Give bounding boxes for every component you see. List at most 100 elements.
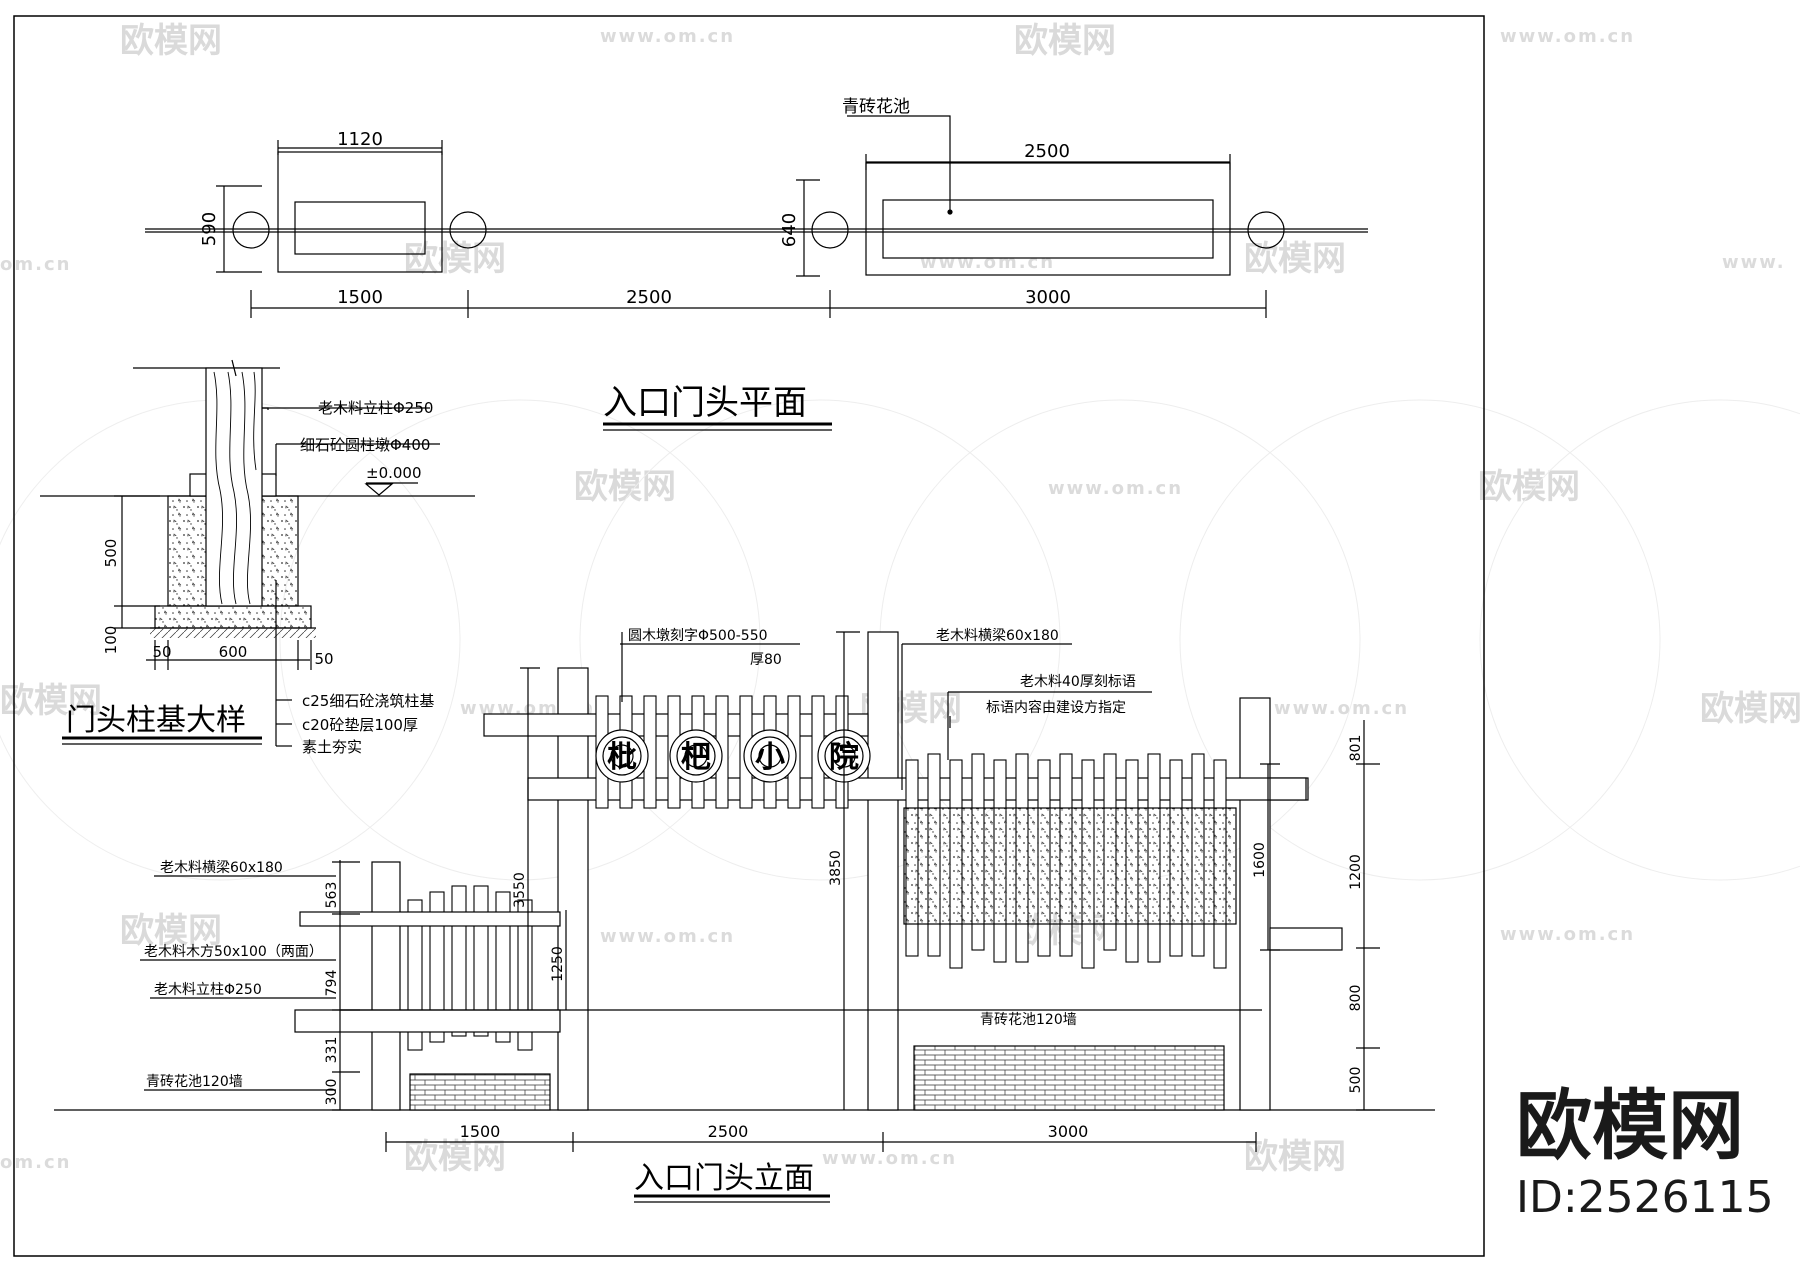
detail-dim-50a: 50	[152, 643, 171, 661]
watermark-logo: 欧模网	[0, 681, 102, 721]
detail-dim-500: 500	[102, 539, 120, 568]
plan-planter-right-outer	[865, 162, 1231, 276]
watermark-url: www.om.cn	[920, 252, 1055, 273]
plan-post-2	[449, 211, 487, 249]
elev-label-planter-right: 青砖花池120墙	[980, 1012, 1077, 1028]
detail-label-pier: 细石砼圆柱墩Φ400	[300, 436, 430, 454]
plan-dim-640: 640	[779, 213, 800, 247]
plan-dim-2500-top: 2500	[1024, 141, 1070, 162]
elev-dim-1600: 1600	[1252, 842, 1268, 878]
detail-dim-50b: 50	[314, 650, 333, 668]
left-slat	[495, 891, 511, 1043]
watermark-url: www.om.cn	[600, 926, 735, 947]
watermark-url: om.cn	[0, 1152, 71, 1173]
elevation-view	[54, 631, 1435, 1203]
sign-char-3: 小	[755, 740, 785, 775]
watermark-logo: 欧模网	[1244, 1137, 1346, 1177]
plan-dim-590: 590	[199, 212, 220, 246]
elev-label-timber: 老木料木方50x100（两面）	[144, 944, 323, 960]
elev-label-slogan: 老木料40厚刻标语	[1020, 674, 1136, 690]
elev-post-1	[371, 861, 401, 1111]
elev-post-2	[557, 667, 589, 1111]
elev-dim-1250: 1250	[550, 946, 566, 982]
detail-dim-600: 600	[219, 643, 248, 661]
elev-label-disc-thk: 厚80	[750, 652, 782, 668]
watermark-url: om.cn	[0, 254, 71, 275]
plan-planter-right-inner	[882, 199, 1214, 259]
plan-planter-left-inner	[294, 201, 426, 255]
watermark-url: www.om.cn	[1500, 26, 1635, 47]
elev-dim-b1500: 1500	[460, 1122, 501, 1141]
detail-title: 门头柱基大样	[66, 703, 246, 738]
elev-dim-b2500: 2500	[708, 1122, 749, 1141]
foundation-detail	[40, 359, 475, 747]
sign-char-1: 枇	[607, 740, 637, 775]
plan-title: 入口门头平面	[603, 383, 807, 423]
watermark-logo: 欧模网	[120, 21, 222, 61]
elev-dim-500: 500	[1348, 1067, 1364, 1094]
watermark-url: www.om.cn	[822, 1148, 957, 1169]
elev-planter-left	[409, 1073, 551, 1111]
watermark-logo: 欧模网	[1014, 21, 1116, 61]
elev-dim-1200: 1200	[1348, 854, 1364, 890]
watermark-url: www.om.cn	[1274, 698, 1409, 719]
plan-post-1	[232, 211, 270, 249]
elev-title: 入口门头立面	[634, 1161, 814, 1196]
plan-dim-1500: 1500	[337, 287, 383, 308]
plan-post-3	[811, 211, 849, 249]
elev-label-beam-right: 老木料横梁60x180	[936, 628, 1059, 644]
elev-dim-300: 300	[324, 1079, 340, 1106]
brand-id: ID:2526115	[1516, 1172, 1774, 1223]
sheet-frame	[13, 15, 1485, 1257]
sign-char-2: 杷	[681, 740, 711, 775]
elev-dim-800: 800	[1348, 985, 1364, 1012]
brand-name: 欧模网	[1516, 1081, 1744, 1170]
watermark-arc	[279, 399, 761, 881]
watermark-logo: 欧模网	[404, 239, 506, 279]
elevation-texts: 圆木墩刻字Φ500-550 厚80 老木料横梁60x180 老木料40厚刻标语 …	[144, 628, 1364, 1196]
elev-dim-b3000: 3000	[1048, 1122, 1089, 1141]
watermark-arc	[1179, 399, 1661, 881]
watermark-url: www.om.cn	[1500, 924, 1635, 945]
elev-dim-3850: 3850	[828, 850, 844, 886]
sign-char-4: 院	[829, 740, 859, 775]
plan-dim-2500: 2500	[626, 287, 672, 308]
detail-label-base: c25细石砼浇筑柱基	[302, 692, 434, 710]
plan-dim-3000: 3000	[1025, 287, 1071, 308]
elev-slogan-board	[903, 807, 1237, 925]
elev-dim-801: 801	[1348, 735, 1364, 762]
watermark-url: www.om.cn	[600, 26, 735, 47]
plan-view	[145, 115, 1368, 431]
elev-post-4	[1239, 697, 1271, 1111]
detail-label-pad: c20砼垫层100厚	[302, 716, 418, 734]
watermark-url: www.om.cn	[1048, 478, 1183, 499]
watermark-arc	[579, 399, 1061, 881]
watermark-logo: 欧模网	[1244, 239, 1346, 279]
watermark-logo: 欧模网	[1478, 467, 1580, 507]
plan-dim-1120: 1120	[337, 129, 383, 150]
elev-post-3	[867, 631, 899, 1111]
plan-label-planter: 青砖花池	[842, 97, 910, 117]
left-slat	[429, 891, 445, 1043]
elev-dim-794: 794	[324, 970, 340, 997]
watermark-url: www.	[1722, 252, 1786, 273]
elev-label-slogan2: 标语内容由建设方指定	[986, 699, 1126, 716]
detail-texts: 老木料立柱Φ250 细石砼圆柱墩Φ400 ±0.000 c25细石砼浇筑柱基 c…	[66, 399, 434, 756]
watermark-logo: 欧模网	[120, 911, 222, 951]
plan-texts: 1120 590 2500 640 1500 2500 3000 青砖花池 入口…	[199, 97, 1071, 423]
detail-label-soil: 素土夯实	[302, 738, 362, 756]
elev-dim-331: 331	[324, 1037, 340, 1064]
elev-label-planter-left: 青砖花池120墙	[146, 1074, 243, 1090]
detail-label-post: 老木料立柱Φ250	[318, 399, 433, 417]
elev-label-disc: 圆木墩刻字Φ500-550	[628, 628, 768, 644]
watermark-logo: 欧模网	[404, 1137, 506, 1177]
detail-label-level: ±0.000	[366, 464, 422, 482]
watermark-logo: 欧模网	[574, 467, 676, 507]
elev-label-post: 老木料立柱Φ250	[154, 982, 262, 998]
elev-planter-right	[913, 1045, 1225, 1111]
plan-post-4	[1247, 211, 1285, 249]
elev-dim-3550: 3550	[512, 872, 528, 908]
watermark-arc	[1479, 399, 1800, 881]
